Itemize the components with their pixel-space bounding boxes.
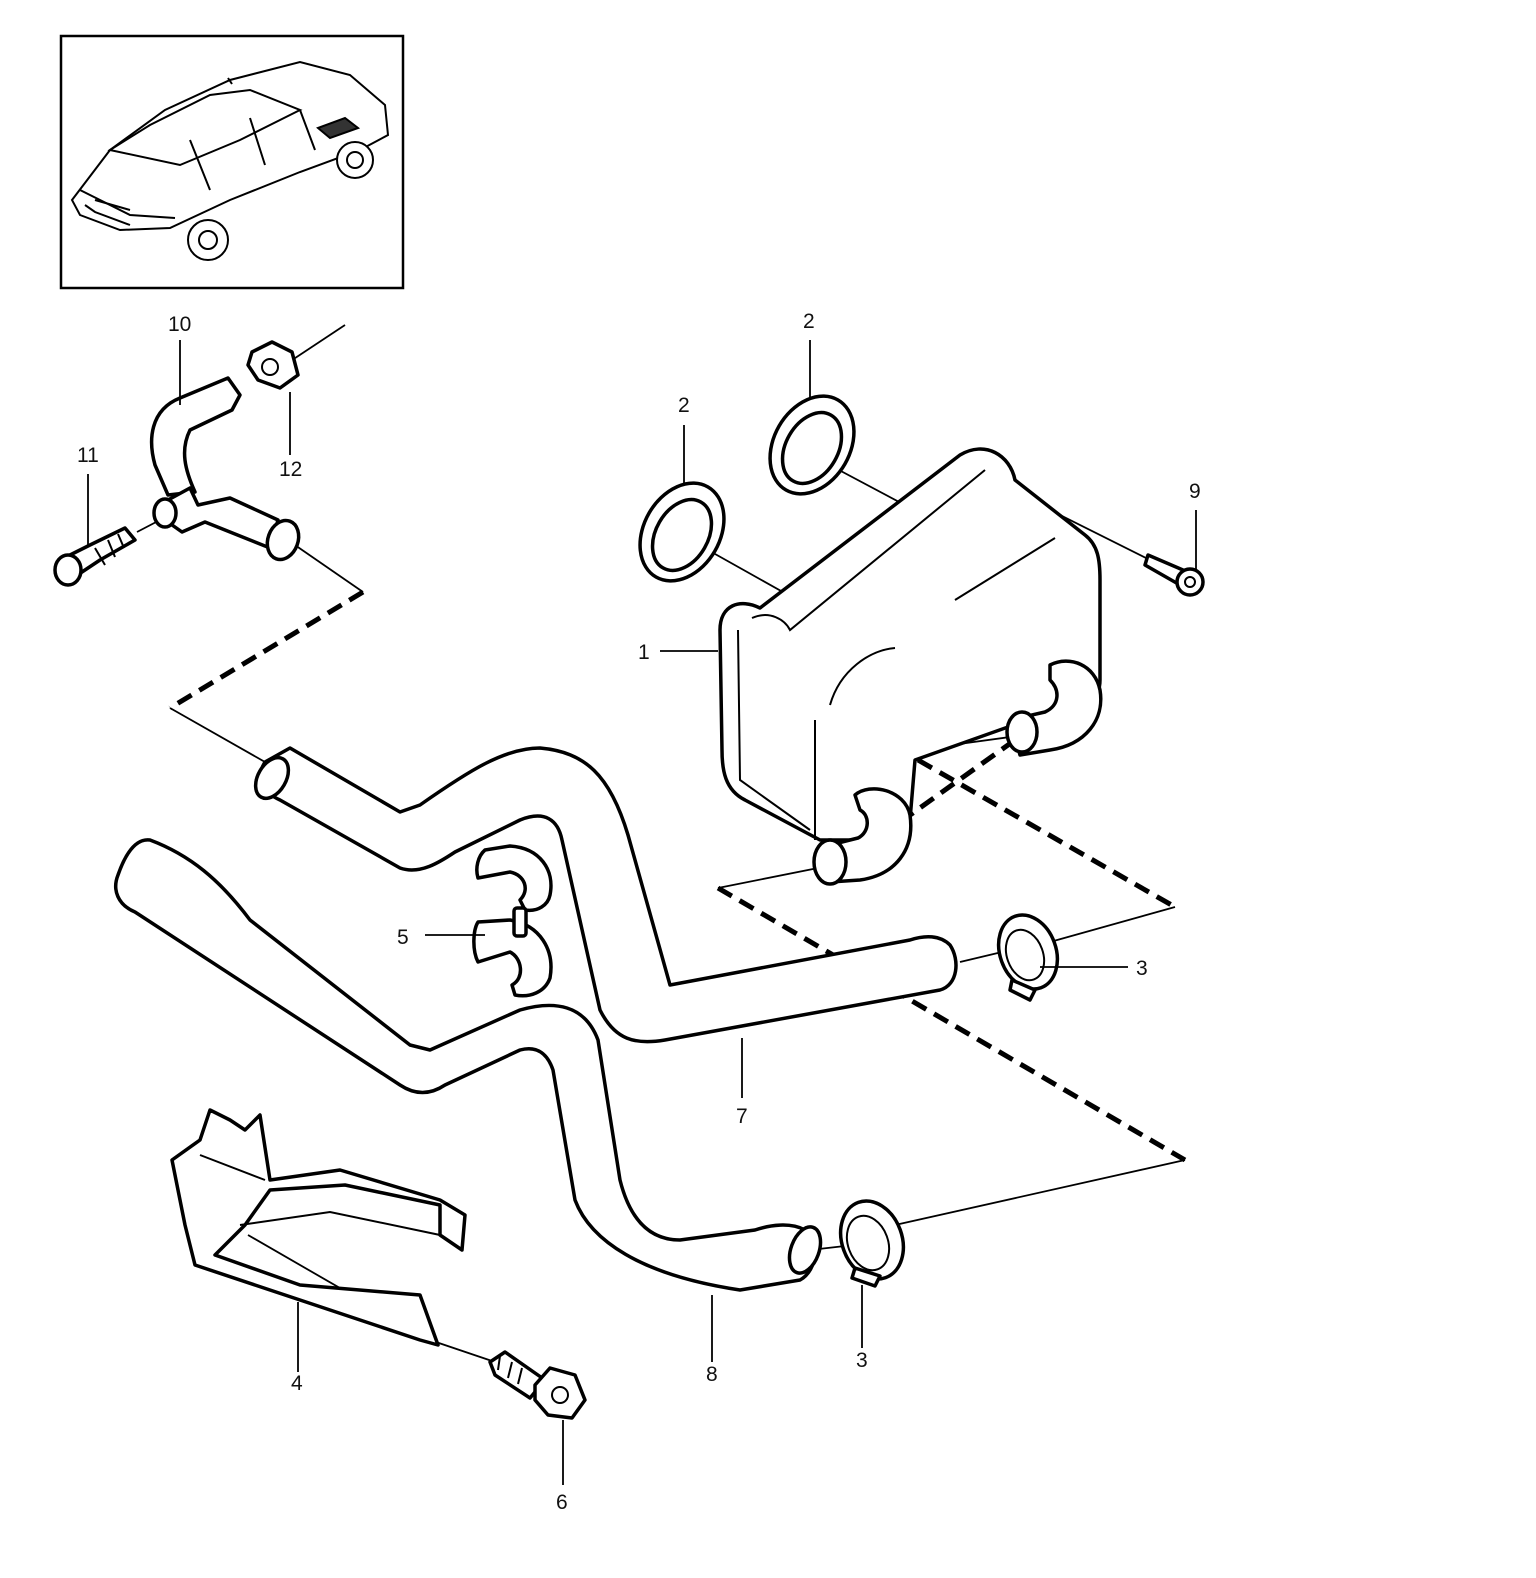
part-4-bracket[interactable]: [170, 1108, 467, 1347]
vehicle-locator-inset: [59, 34, 405, 290]
part-11-sensor[interactable]: [53, 526, 137, 587]
part-6-bolt[interactable]: [488, 1350, 587, 1420]
callout-numbers: 1 2 2 9 3 3 4 5 6 7 8 10 11 12: [77, 310, 1201, 1514]
callout-2-upper: 2: [803, 310, 815, 333]
callout-1: 1: [638, 641, 650, 664]
part-3-hose-clamp-upper[interactable]: [989, 907, 1068, 1002]
callout-3-upper: 3: [1136, 957, 1148, 980]
part-8-hose[interactable]: [113, 838, 827, 1292]
part-1-oil-cooler[interactable]: [718, 447, 1103, 886]
callout-8: 8: [706, 1363, 718, 1386]
callout-4: 4: [291, 1372, 303, 1395]
callout-5: 5: [397, 926, 409, 949]
callout-3-lower: 3: [856, 1349, 868, 1372]
callout-10: 10: [168, 313, 191, 336]
car-illustration: [70, 60, 390, 261]
part-5-hose-clip[interactable]: [472, 844, 553, 998]
part-3-hose-clamp-lower[interactable]: [830, 1192, 914, 1288]
callout-2-lower: 2: [678, 394, 690, 417]
callout-9: 9: [1189, 480, 1201, 503]
callout-leaders: [87, 340, 1197, 1485]
part-9-bolt[interactable]: [1143, 553, 1205, 597]
callout-11: 11: [77, 444, 99, 467]
part-12-nut[interactable]: [246, 340, 300, 390]
callout-12: 12: [279, 458, 302, 481]
part-2-seal-ring-upper[interactable]: [753, 381, 871, 509]
part-2-seal-ring-lower[interactable]: [623, 468, 741, 596]
part-7-hose[interactable]: [249, 746, 958, 1044]
callout-6: 6: [556, 1491, 568, 1514]
part-10-elbow-pipe[interactable]: [149, 376, 304, 564]
callout-7: 7: [736, 1105, 748, 1128]
